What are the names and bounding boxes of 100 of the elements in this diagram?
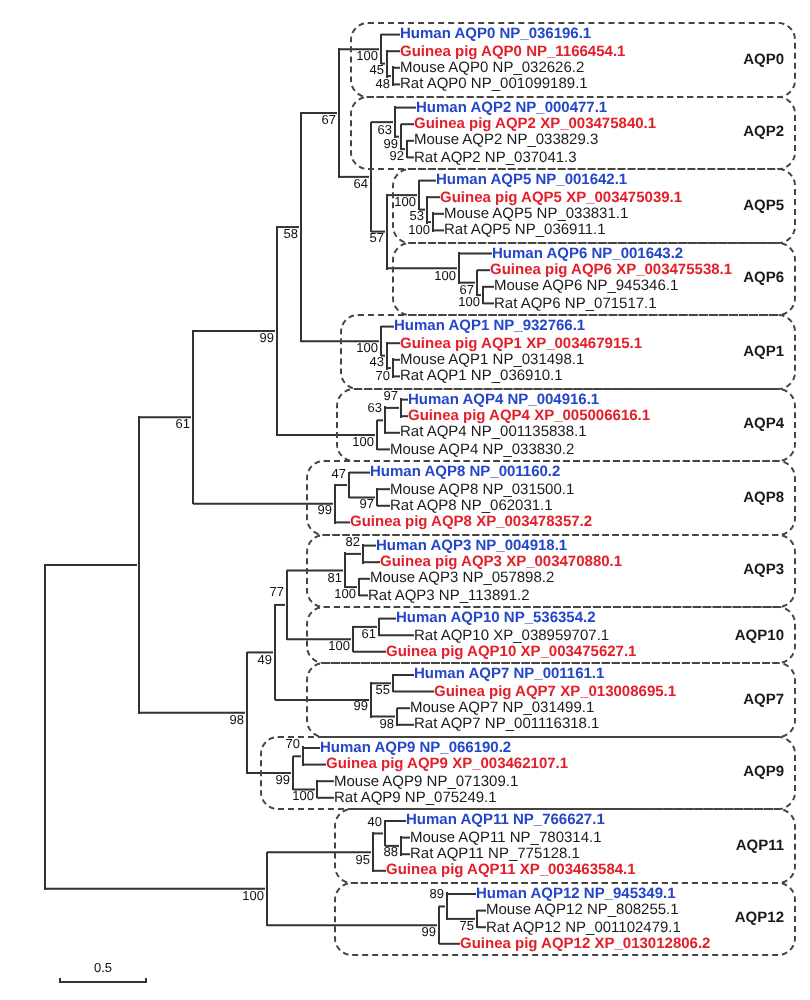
branch-line xyxy=(380,354,386,357)
branch-line xyxy=(372,832,384,835)
branch-line xyxy=(370,121,394,124)
branch-line xyxy=(246,651,274,654)
branch-line xyxy=(418,208,426,211)
clade-box xyxy=(334,808,796,884)
branch-line xyxy=(344,552,362,555)
branch-line xyxy=(386,267,458,270)
branch-line xyxy=(348,471,371,474)
branch-line xyxy=(380,325,395,328)
branch-line xyxy=(432,229,445,232)
branch-line xyxy=(418,179,437,182)
branch-line xyxy=(286,569,344,572)
branch-line xyxy=(376,448,391,451)
branch-line xyxy=(344,586,358,589)
branch-line xyxy=(400,123,415,126)
branch-line xyxy=(370,682,392,685)
branch-line xyxy=(370,715,396,718)
branch-line xyxy=(476,269,491,272)
branch-line xyxy=(392,690,435,693)
branch-line xyxy=(396,723,415,726)
branch-line xyxy=(384,820,407,822)
branch-line xyxy=(274,698,370,701)
branch-line xyxy=(386,75,392,78)
branch-line xyxy=(316,796,335,799)
branch-line xyxy=(338,48,380,51)
branch-line xyxy=(378,634,415,637)
branch-line xyxy=(372,869,387,872)
branch-line xyxy=(44,564,138,566)
branch-line xyxy=(400,148,406,151)
clade-box xyxy=(306,662,796,738)
branch-line xyxy=(292,788,316,791)
branch-line xyxy=(380,33,401,36)
clade-box xyxy=(392,168,796,243)
branch-line xyxy=(438,905,446,908)
branch-line xyxy=(378,617,397,620)
branch-line xyxy=(338,175,370,178)
branch-line xyxy=(394,135,400,138)
branch-line xyxy=(300,112,338,114)
branch-line xyxy=(426,196,441,199)
branch-line xyxy=(386,367,392,370)
branch-line xyxy=(300,340,380,343)
branch-line xyxy=(352,625,378,628)
branch-line xyxy=(476,294,482,297)
branch-line xyxy=(286,638,352,641)
branch-line xyxy=(438,942,461,945)
branch-line xyxy=(432,212,445,215)
branch-line xyxy=(44,887,266,890)
branch-line xyxy=(348,496,376,499)
clade-box xyxy=(350,95,796,170)
branch-line xyxy=(138,416,192,419)
branch-line xyxy=(386,194,418,197)
branch-line xyxy=(446,893,477,895)
clade-box xyxy=(260,735,796,811)
branch-line xyxy=(446,917,476,920)
branch-line xyxy=(362,544,377,547)
branch-line xyxy=(192,329,276,332)
clade-box xyxy=(306,460,796,535)
clade-box xyxy=(340,314,796,389)
branch-line xyxy=(458,281,476,284)
branch-line xyxy=(384,431,401,434)
clade-box xyxy=(306,606,796,665)
branch-line xyxy=(370,230,386,233)
branch-line xyxy=(358,577,371,580)
branch-line xyxy=(482,285,495,288)
clade-box xyxy=(350,22,796,97)
branch-line xyxy=(380,62,386,65)
branch-line xyxy=(302,763,327,766)
branch-line xyxy=(384,844,400,847)
clade-box xyxy=(306,533,796,608)
branch-line xyxy=(302,747,321,749)
branch-line xyxy=(376,488,391,491)
branch-line xyxy=(334,484,348,487)
branch-line xyxy=(376,504,391,507)
branch-line xyxy=(266,851,372,854)
branch-line xyxy=(396,707,411,710)
branch-line xyxy=(458,252,493,255)
branch-line xyxy=(482,302,495,305)
branch-line xyxy=(276,433,376,436)
branch-line xyxy=(376,419,384,422)
clade-box xyxy=(392,241,796,316)
branch-line xyxy=(392,674,415,676)
branch-line xyxy=(386,342,401,345)
branch-line xyxy=(246,771,292,774)
branch-line xyxy=(274,603,286,606)
branch-line xyxy=(138,711,246,714)
branch-line xyxy=(426,221,432,224)
branch-line xyxy=(192,502,334,505)
branch-line xyxy=(394,106,417,109)
branch-line xyxy=(276,226,300,229)
branch-line xyxy=(384,406,400,409)
branch-line xyxy=(316,780,335,783)
branch-line xyxy=(292,755,302,758)
branch-line xyxy=(362,561,381,564)
branch-line xyxy=(334,521,351,524)
clade-box xyxy=(334,881,796,957)
clade-box xyxy=(336,387,796,462)
branch-line xyxy=(352,650,387,653)
branch-line xyxy=(266,924,438,927)
branch-line xyxy=(386,50,401,53)
